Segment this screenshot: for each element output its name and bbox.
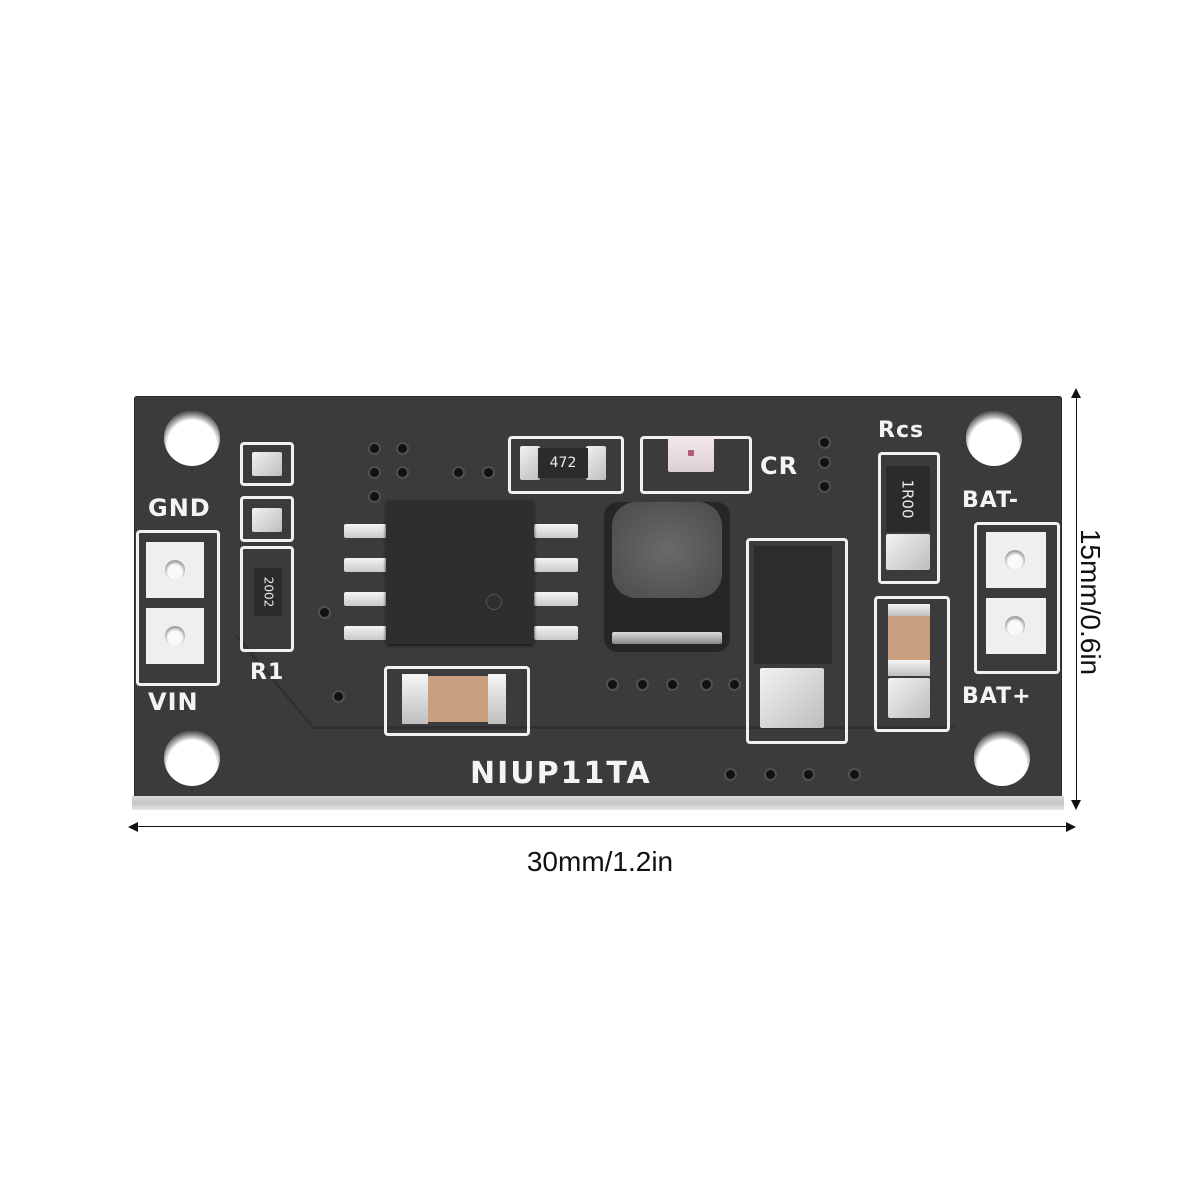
resistor-472-marking: 472 — [549, 455, 577, 471]
silk-label-bat-plus: BAT+ — [962, 684, 1032, 709]
solder-pad — [252, 452, 282, 476]
via — [370, 492, 379, 501]
solder-pad — [586, 446, 606, 480]
via — [484, 468, 493, 477]
via — [608, 680, 617, 689]
ic-pin — [534, 592, 578, 606]
inductor-base — [612, 632, 722, 644]
resistor-472: 472 — [538, 448, 588, 478]
height-dimension-label: 15mm/0.6in — [1075, 528, 1106, 676]
solder-pad — [888, 678, 930, 718]
resistor-r1-marking: 2002 — [261, 576, 276, 608]
terminal-outline-input — [136, 530, 220, 686]
via — [320, 608, 329, 617]
via — [668, 680, 677, 689]
pcb-trace — [394, 726, 954, 730]
via — [820, 438, 829, 447]
via — [820, 458, 829, 467]
via — [454, 468, 463, 477]
height-dimension-line — [1076, 394, 1077, 806]
silk-label-cr: CR — [760, 452, 799, 480]
via — [730, 680, 739, 689]
silk-label-board-name: NIUP11TA — [470, 756, 652, 791]
solder-hole — [1005, 550, 1025, 570]
pcb-board: GND VIN 2002 R1 472 CR — [134, 396, 1062, 798]
solder-hole — [165, 560, 185, 580]
solder-pad — [760, 668, 824, 728]
silk-label-r1: R1 — [250, 660, 285, 685]
capacitor-terminal — [488, 674, 506, 724]
ic-pin — [344, 626, 388, 640]
resistor-r1: 2002 — [254, 568, 282, 616]
diode-outline — [746, 538, 848, 744]
arrow-down-icon — [1071, 800, 1081, 810]
via — [398, 468, 407, 477]
mounting-hole-top-left — [164, 410, 220, 466]
ic-pin — [344, 592, 388, 606]
via — [334, 692, 343, 701]
ic-pin — [344, 524, 388, 538]
via — [370, 468, 379, 477]
capacitor-terminal — [888, 660, 930, 676]
via — [370, 444, 379, 453]
resistor-rcs: 1R00 — [886, 466, 930, 532]
silk-label-vin: VIN — [148, 688, 199, 716]
via — [638, 680, 647, 689]
ic-pin1-marker — [486, 594, 502, 610]
pad-outline — [240, 442, 294, 486]
capacitor-outline — [384, 666, 530, 736]
solder-pad — [520, 446, 540, 480]
arrow-right-icon — [1066, 822, 1076, 832]
solder-pad — [252, 508, 282, 532]
capacitor-outline — [874, 596, 950, 732]
silk-label-bat-minus: BAT- — [962, 488, 1019, 513]
silk-label-gnd: GND — [148, 494, 211, 522]
mounting-hole-bottom-right — [974, 730, 1030, 786]
ic-pin — [344, 558, 388, 572]
arrow-up-icon — [1071, 388, 1081, 398]
width-dimension-label: 30mm/1.2in — [526, 846, 674, 877]
diode-package — [754, 546, 832, 664]
capacitor-body — [888, 616, 930, 660]
via — [726, 770, 735, 779]
silk-label-rcs: Rcs — [878, 418, 925, 443]
via — [850, 770, 859, 779]
mounting-hole-bottom-left — [164, 730, 220, 786]
inductor — [604, 502, 730, 652]
ic-pin — [534, 626, 578, 640]
via — [398, 444, 407, 453]
led-indicator — [668, 436, 714, 472]
via — [804, 770, 813, 779]
capacitor-terminal — [402, 674, 428, 724]
terminal-bat-plus — [986, 598, 1046, 654]
resistor-rcs-outline — [878, 452, 940, 584]
solder-pad — [886, 534, 930, 570]
ic-pin — [534, 524, 578, 538]
terminal-outline-battery — [974, 522, 1060, 674]
solder-hole — [165, 626, 185, 646]
resistor-r1-outline — [240, 546, 294, 652]
via — [702, 680, 711, 689]
resistor-rcs-marking: 1R00 — [899, 479, 917, 519]
via — [766, 770, 775, 779]
capacitor-body — [428, 676, 488, 722]
pad-outline — [240, 496, 294, 542]
led-die — [688, 450, 694, 456]
width-dimension-line — [134, 826, 1070, 827]
solder-hole — [1005, 616, 1025, 636]
ic-chip-sop8 — [386, 500, 534, 644]
via — [820, 482, 829, 491]
inductor-top — [612, 502, 722, 598]
pcb-board-edge — [132, 796, 1064, 810]
resistor-472-outline — [508, 436, 624, 494]
terminal-vin — [146, 608, 204, 664]
capacitor-terminal — [888, 604, 930, 616]
arrow-left-icon — [128, 822, 138, 832]
ic-pin — [534, 558, 578, 572]
terminal-bat-minus — [986, 532, 1046, 588]
mounting-hole-top-right — [966, 410, 1022, 466]
terminal-gnd — [146, 542, 204, 598]
